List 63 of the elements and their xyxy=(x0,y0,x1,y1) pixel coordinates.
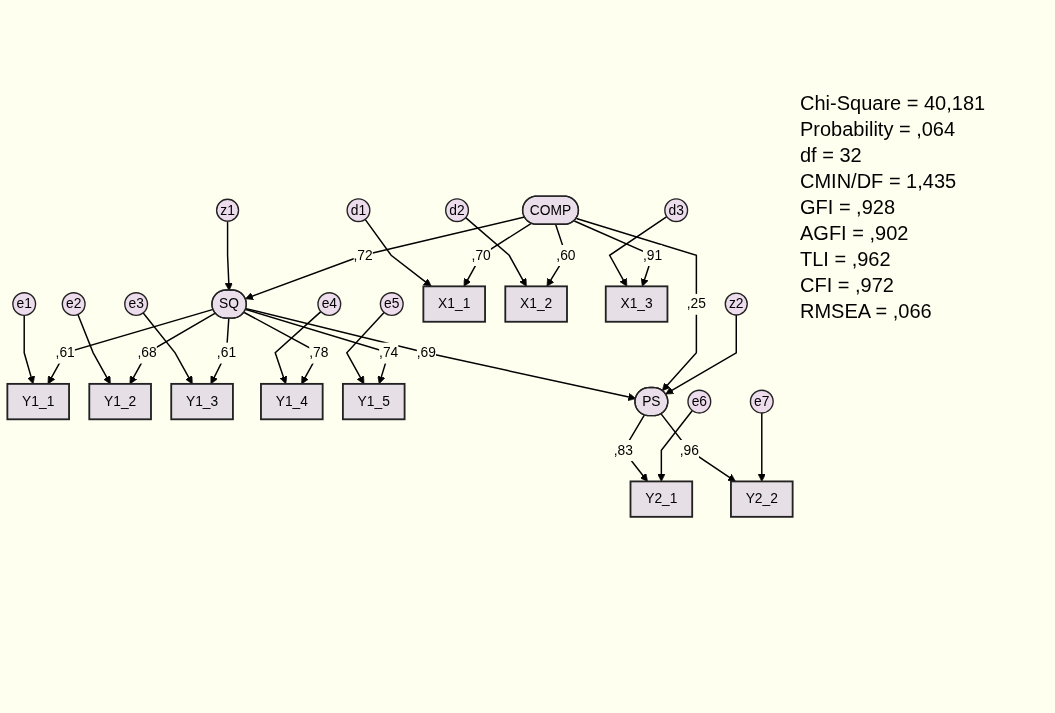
node-circle: d1 xyxy=(346,198,371,223)
edge-label: ,60 xyxy=(556,246,576,263)
node-circle: z1 xyxy=(215,198,240,222)
node-circle: e4 xyxy=(317,292,342,317)
arrow xyxy=(608,215,668,287)
fit-statistic: df = 32 xyxy=(800,143,863,168)
arrow xyxy=(243,311,320,385)
fit-statistic: Chi-Square = 40,181 xyxy=(800,91,986,116)
node-box: X1_1 xyxy=(422,285,486,323)
node-box: X1_3 xyxy=(604,285,669,323)
node-circle: e7 xyxy=(749,389,774,414)
fit-statistic: TLI = ,962 xyxy=(800,247,892,272)
fit-statistic: Probability = ,064 xyxy=(800,117,957,142)
edge-label: ,68 xyxy=(137,344,157,360)
arrow xyxy=(142,312,193,385)
node-circle: e6 xyxy=(687,389,712,414)
edge-label: ,96 xyxy=(679,441,699,458)
edge-label: ,25 xyxy=(686,295,706,312)
node-box: X1_2 xyxy=(504,285,568,323)
edge-label: ,61 xyxy=(55,344,75,360)
arrow xyxy=(364,218,432,287)
node-box: Y2_1 xyxy=(629,480,694,518)
node-circle: e5 xyxy=(379,292,404,317)
arrow xyxy=(274,310,322,385)
arrow xyxy=(757,412,766,482)
edge-label: ,70 xyxy=(471,246,491,263)
arrow xyxy=(129,312,216,385)
node-circle: d3 xyxy=(664,198,689,223)
edge-label: ,83 xyxy=(613,441,633,458)
node-circle: e2 xyxy=(61,292,86,317)
fit-statistic: AGFI = ,902 xyxy=(800,221,910,246)
arrow xyxy=(660,413,736,482)
arrow xyxy=(23,314,35,385)
edge-label: ,72 xyxy=(353,246,373,263)
edge-label: ,91 xyxy=(642,246,663,263)
node-box: Y1_5 xyxy=(341,382,406,421)
arrow xyxy=(345,311,385,385)
arrow xyxy=(224,220,233,291)
edge-label: ,78 xyxy=(309,344,329,360)
arrow xyxy=(77,313,111,385)
node-box: Y1_2 xyxy=(88,382,152,421)
node-box: Y2_2 xyxy=(730,480,794,518)
node-circle: d2 xyxy=(445,198,470,223)
arrow xyxy=(665,314,737,395)
node-circle: e3 xyxy=(124,292,149,317)
node-circle: z2 xyxy=(724,292,748,316)
node-circle: e1 xyxy=(12,292,37,317)
fit-statistic: RMSEA = ,066 xyxy=(800,299,933,324)
fit-statistic: GFI = ,928 xyxy=(800,195,897,220)
fit-statistic: CFI = ,972 xyxy=(800,273,895,298)
arrow xyxy=(463,222,533,287)
arrow xyxy=(245,216,526,300)
arrow xyxy=(464,216,527,287)
node-box: Y1_3 xyxy=(170,382,234,421)
arrow xyxy=(47,308,214,385)
arrow xyxy=(575,217,698,391)
node-box: Y1_4 xyxy=(260,382,324,421)
edge-label: ,69 xyxy=(416,344,436,360)
edge-label: ,61 xyxy=(216,344,237,360)
edge-label: ,74 xyxy=(379,344,399,360)
arrow xyxy=(657,409,694,482)
node-box: Y1_1 xyxy=(6,382,70,421)
fit-statistic: CMIN/DF = 1,435 xyxy=(800,169,958,194)
